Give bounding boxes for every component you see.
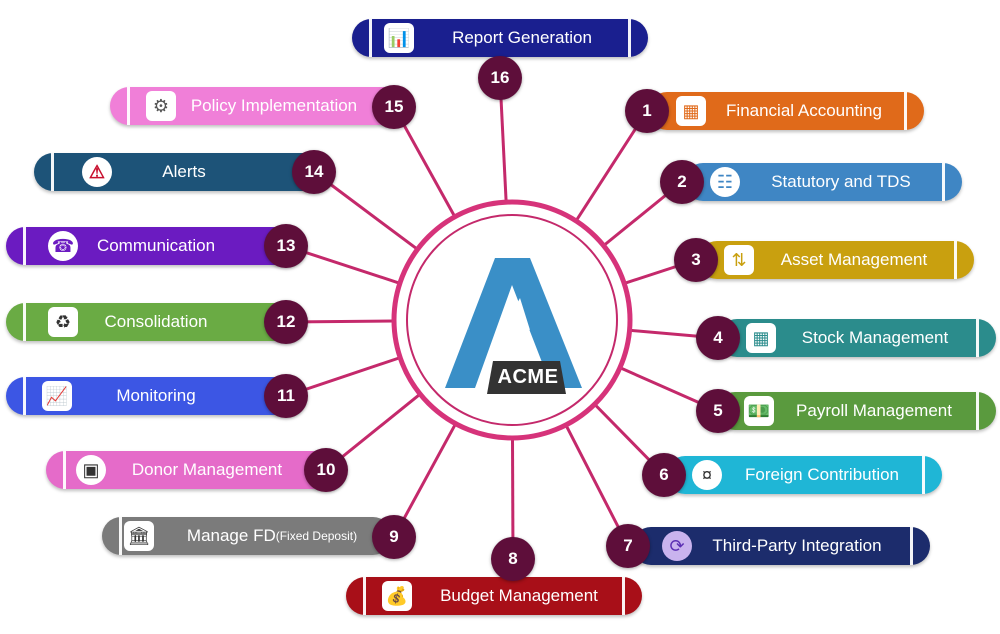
- module-number: 3: [674, 238, 718, 282]
- module-number: 5: [696, 389, 740, 433]
- report-icon: 📊: [384, 23, 414, 53]
- module-number: 14: [292, 150, 336, 194]
- module-consolidation[interactable]: ♻ Consolidation: [6, 303, 306, 341]
- module-report-generation[interactable]: 📊 Report Generation: [352, 19, 648, 57]
- module-label: Policy Implementation: [190, 96, 358, 115]
- module-number: 7: [606, 524, 650, 568]
- payroll-icon: 💵: [744, 396, 774, 426]
- stock-icon: ▦: [746, 323, 776, 353]
- module-donor-management[interactable]: ▣ Donor Management: [46, 451, 346, 489]
- module-label: Report Generation: [452, 28, 592, 47]
- module-number: 9: [372, 515, 416, 559]
- module-alerts[interactable]: ⚠ Alerts: [34, 153, 334, 191]
- module-label: Third-Party Integration: [712, 536, 882, 555]
- module-number: 1: [625, 89, 669, 133]
- module-number: 6: [642, 453, 686, 497]
- module-number: 4: [696, 316, 740, 360]
- module-monitoring[interactable]: 📈 Monitoring: [6, 377, 306, 415]
- logo-text: ACME: [497, 365, 559, 388]
- policy-icon: ⚙: [146, 91, 176, 121]
- module-number: 2: [660, 160, 704, 204]
- module-label: Manage FD(Fixed Deposit): [176, 517, 368, 555]
- module-manage-fd[interactable]: 🏛 Manage FD(Fixed Deposit): [102, 517, 392, 555]
- donate-icon: ▣: [76, 455, 106, 485]
- hub-ring: [391, 199, 633, 441]
- fd-label: Manage FD: [186, 526, 276, 545]
- module-number: 13: [264, 224, 308, 268]
- module-label: Asset Management: [780, 250, 928, 269]
- module-label: Statutory and TDS: [771, 172, 911, 191]
- module-number: 11: [264, 374, 308, 418]
- module-number: 16: [478, 56, 522, 100]
- sync-icon: ⟳: [662, 531, 692, 561]
- budget-icon: 💰: [382, 581, 412, 611]
- module-policy-implementation[interactable]: ⚙ Policy Implementation: [110, 87, 406, 125]
- module-label: Communication: [96, 236, 216, 255]
- module-label: Donor Management: [131, 460, 283, 479]
- module-label: Consolidation: [104, 312, 208, 331]
- module-label: Financial Accounting: [726, 101, 882, 120]
- module-asset-management[interactable]: ⇅ Asset Management: [698, 241, 974, 279]
- module-number: 10: [304, 448, 348, 492]
- module-third-party-integration[interactable]: ⟳ Third-Party Integration: [632, 527, 930, 565]
- bank-icon: 🏛: [124, 521, 154, 551]
- module-label: Alerts: [162, 162, 206, 181]
- module-budget-management[interactable]: 💰 Budget Management: [346, 577, 642, 615]
- alert-icon: ⚠: [82, 157, 112, 187]
- module-foreign-contribution[interactable]: ¤ Foreign Contribution: [666, 456, 942, 494]
- module-label: Budget Management: [440, 586, 598, 605]
- module-label: Monitoring: [116, 386, 196, 405]
- module-communication[interactable]: ☎ Communication: [6, 227, 306, 265]
- assets-icon: ⇅: [724, 245, 754, 275]
- acme-logo: [445, 258, 582, 394]
- module-number: 12: [264, 300, 308, 344]
- module-label: Stock Management: [801, 328, 949, 347]
- module-number: 8: [491, 537, 535, 581]
- hierarchy-icon: ♻: [48, 307, 78, 337]
- fd-label-small: (Fixed Deposit): [275, 529, 358, 543]
- module-statutory-and-tds[interactable]: ☷ Statutory and TDS: [684, 163, 962, 201]
- hand-coins-icon: ¤: [692, 460, 722, 490]
- module-number: 15: [372, 85, 416, 129]
- module-label: Payroll Management: [796, 401, 952, 420]
- module-payroll-management[interactable]: 💵 Payroll Management: [716, 392, 996, 430]
- module-label: Foreign Contribution: [744, 465, 900, 484]
- phone-icon: ☎: [48, 231, 78, 261]
- document-icon: ☷: [710, 167, 740, 197]
- module-financial-accounting[interactable]: ▦ Financial Accounting: [648, 92, 924, 130]
- module-stock-management[interactable]: ▦ Stock Management: [718, 319, 996, 357]
- calculator-icon: ▦: [676, 96, 706, 126]
- monitor-icon: 📈: [42, 381, 72, 411]
